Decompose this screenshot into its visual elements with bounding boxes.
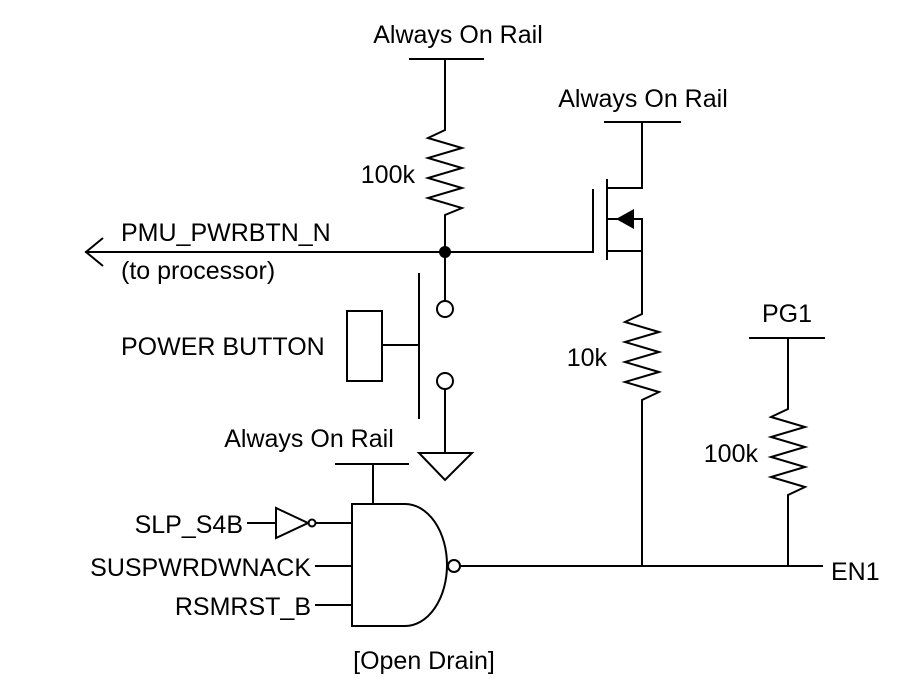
label-gate-note: [Open Drain] <box>353 647 495 675</box>
nand-gate <box>351 503 448 627</box>
resistor-pullup-100k <box>424 127 466 218</box>
label-in-slp: SLP_S4B <box>135 511 243 539</box>
label-in-suspwr: SUSPWRDWNACK <box>90 554 311 582</box>
label-rail-fet: Always On Rail <box>558 85 728 113</box>
inverter-buffer <box>275 506 311 540</box>
label-res-pullup: 100k <box>361 161 416 189</box>
label-net-pwrbtn-note: (to processor) <box>121 257 275 285</box>
label-pg1: PG1 <box>762 300 812 328</box>
button-actuator <box>346 310 383 382</box>
fet-arrow-icon <box>616 209 634 229</box>
arrow-left-icon <box>84 237 104 267</box>
nand-output-bubble <box>447 559 461 573</box>
switch-contact-top <box>436 300 454 318</box>
label-rail-top: Always On Rail <box>373 21 543 49</box>
label-power-button: POWER BUTTON <box>121 333 325 361</box>
label-res-drain: 10k <box>567 344 608 372</box>
resistor-drain-10k <box>621 310 663 403</box>
resistor-pg-100k <box>767 405 809 498</box>
label-res-pg: 100k <box>704 440 759 468</box>
label-rail-gate: Always On Rail <box>224 425 394 453</box>
label-in-rsmrst: RSMRST_B <box>175 593 311 621</box>
mosfet-transistor <box>592 179 643 260</box>
label-net-pwrbtn: PMU_PWRBTN_N <box>121 219 331 247</box>
switch-contact-bottom <box>436 372 454 390</box>
label-en1: EN1 <box>831 558 880 586</box>
ground-icon <box>416 452 475 482</box>
